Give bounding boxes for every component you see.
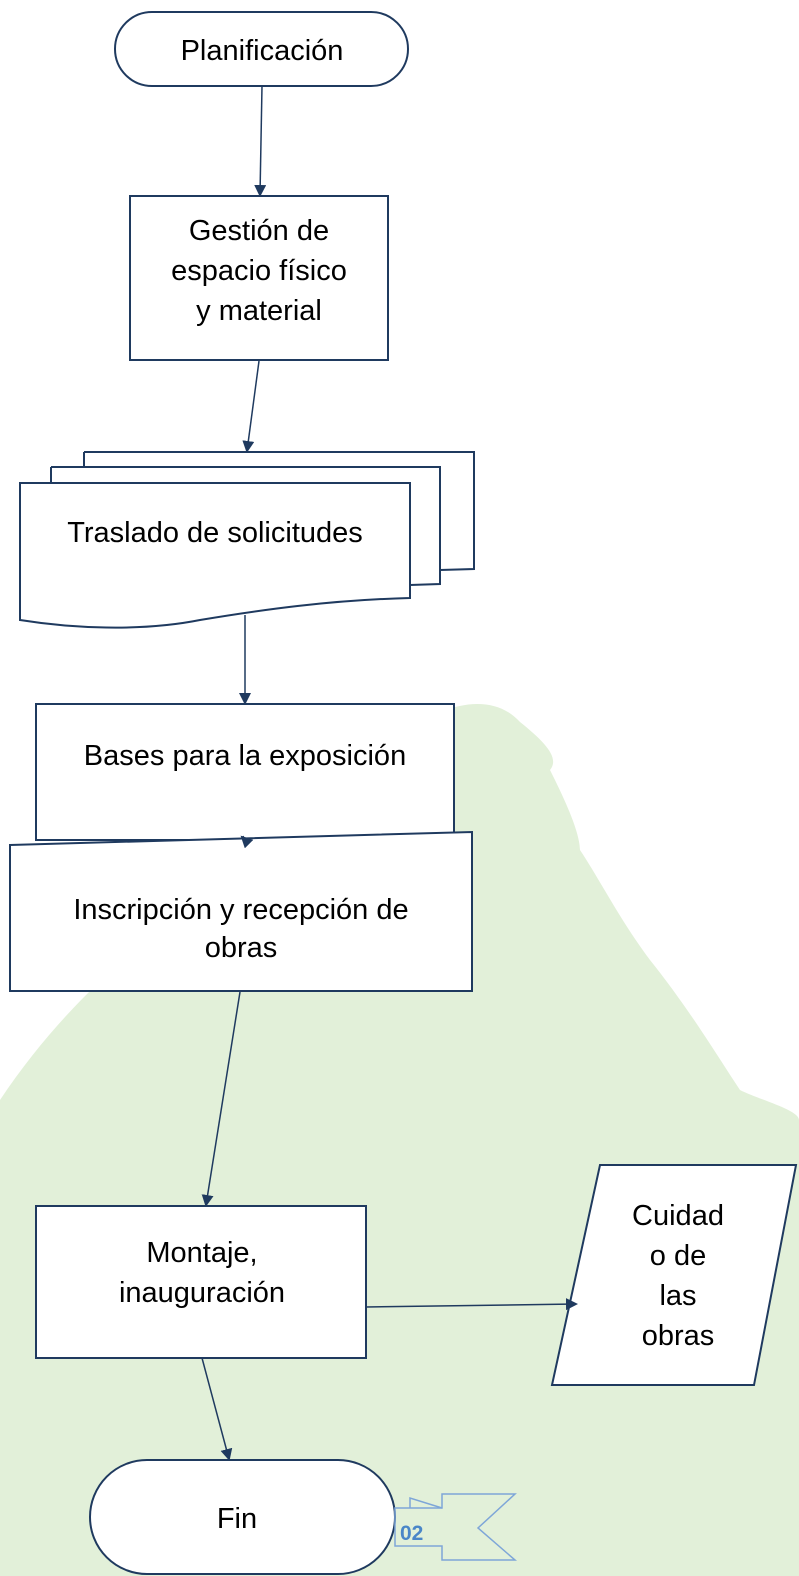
arrow-bases-to-inscripcion-stem — [240, 835, 254, 849]
node-label: Fin — [217, 1503, 257, 1535]
node-planificacion: Planificación — [114, 11, 409, 87]
node-label-line: y material — [196, 295, 322, 327]
process-shape — [35, 703, 455, 841]
node-label-line: o de — [650, 1240, 706, 1272]
manual-input-shape — [9, 830, 473, 992]
data-parallelogram-shape — [550, 1164, 798, 1386]
node-label-line: obras — [205, 932, 278, 964]
node-montaje: Montaje, inauguración — [35, 1205, 367, 1359]
node-label-line: espacio físico — [171, 255, 347, 287]
node-traslado: Traslado de solicitudes — [19, 451, 475, 629]
node-label-line: Cuidad — [632, 1200, 724, 1232]
node-inscripcion: Inscripción y recepción de obras — [9, 830, 473, 992]
ribbon-shape — [394, 1493, 518, 1561]
arrow-montaje-to-fin — [201, 1357, 233, 1461]
node-gestion: Gestión de espacio físico y material — [129, 195, 389, 361]
node-label: Bases para la exposición — [84, 740, 406, 772]
node-label: Traslado de solicitudes — [67, 517, 363, 549]
node-label-line: Inscripción y recepción de — [73, 894, 408, 926]
page-number: 02 — [400, 1522, 423, 1545]
node-label-line: las — [659, 1280, 696, 1312]
multi-document-front-sheet — [19, 452, 411, 629]
arrow-inscripcion-to-montaje — [201, 991, 241, 1207]
node-label-line: inauguración — [119, 1277, 285, 1309]
node-bases: Bases para la exposición — [35, 703, 455, 841]
process-shape — [129, 195, 389, 361]
ribbon-fold — [409, 1496, 443, 1509]
arrow-planificacion-to-gestion — [254, 85, 267, 197]
arrow-gestion-to-traslado — [242, 360, 260, 453]
node-label-line: Gestión de — [189, 215, 329, 247]
node-label-line: Montaje, — [146, 1237, 257, 1269]
node-label: Planificación — [181, 35, 344, 67]
connectors — [201, 85, 578, 1461]
arrow-montaje-to-cuidado — [365, 1298, 578, 1311]
node-fin: Fin — [89, 1459, 396, 1575]
process-shape — [35, 1205, 367, 1359]
page-number-ribbon: 02 — [394, 1493, 518, 1561]
node-cuidado: Cuidad o de las obras — [550, 1164, 798, 1386]
node-label-line: obras — [642, 1320, 715, 1352]
